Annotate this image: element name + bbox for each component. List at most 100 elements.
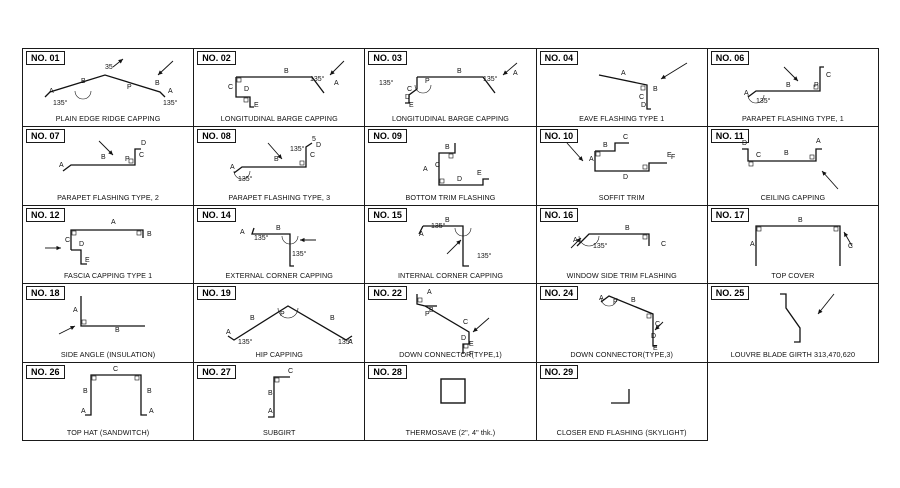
profile-number: NO. 11 <box>710 129 749 144</box>
dimension-label: P <box>425 311 430 318</box>
dimension-label: P <box>127 84 132 91</box>
dimension-label: A <box>111 219 116 226</box>
dimension-label: A <box>513 70 518 77</box>
dimension-label: 135° <box>254 234 269 242</box>
dimension-label: E <box>409 102 414 109</box>
dimension-label: B <box>445 217 450 224</box>
dimension-label: B <box>268 390 273 397</box>
dimension-label: B <box>147 388 152 395</box>
dimension-label: P <box>613 299 618 306</box>
dimension-label: C <box>661 241 666 248</box>
dimension-label: A <box>168 88 173 95</box>
dimension-label: B <box>274 156 279 163</box>
profile-caption: BOTTOM TRIM FLASHING <box>405 192 496 202</box>
dimension-label: B <box>101 154 106 161</box>
profile-cell: NO. 28 THERMOSAVE (2", 4" thk.) <box>364 361 537 441</box>
dimension-label: B <box>625 225 630 232</box>
dimension-label: A <box>621 70 626 77</box>
profile-caption: PARAPET FLASHING TYPE, 3 <box>228 192 331 202</box>
dimension-label: A <box>49 88 54 95</box>
dimension-label: D <box>316 142 321 149</box>
dimension-label: E <box>477 170 482 177</box>
dimension-label: D <box>457 176 462 183</box>
dimension-label: A <box>589 156 594 163</box>
profile-caption: CEILING CAPPING <box>760 192 826 202</box>
dimension-label: 135° <box>477 252 492 260</box>
dimension-label: B <box>115 327 120 334</box>
dimension-label: 5 <box>312 136 316 143</box>
profile-number: NO. 10 <box>539 129 579 144</box>
dimension-label: 135° <box>53 99 68 107</box>
dimension-label: B <box>276 225 281 232</box>
profile-caption: PARAPET FLASHING TYPE, 1 <box>741 114 844 124</box>
dimension-label: B <box>786 82 791 89</box>
dimension-label: A <box>334 80 339 87</box>
dimension-label: A <box>599 295 604 302</box>
dimension-label: 135° <box>292 250 307 258</box>
dimension-label: D <box>641 102 646 109</box>
dimension-label: D <box>141 140 146 147</box>
dimension-label: D <box>742 140 747 147</box>
profile-caption: TOP HAT (SANDWITCH) <box>66 427 150 437</box>
dimension-label: C <box>113 366 118 373</box>
profile-caption: LOUVRE BLADE GIRTH 313,470,620 <box>730 349 856 359</box>
profile-diagram: A B CD <box>598 62 687 110</box>
dimension-label: B <box>603 142 608 149</box>
dimension-label: B <box>250 315 255 322</box>
dimension-label: 135° <box>756 97 771 105</box>
dimension-label: 135° <box>483 75 498 83</box>
dimension-label: A <box>226 329 231 336</box>
dimension-label: E <box>653 345 658 352</box>
dimension-label: 135° <box>379 79 394 87</box>
dimension-label: B <box>445 144 450 151</box>
dimension-label: F <box>671 154 675 161</box>
profile-number: NO. 07 <box>26 129 65 144</box>
dimension-label: B <box>83 388 88 395</box>
profile-number: NO. 06 <box>710 51 750 65</box>
profile-number: NO. 15 <box>368 207 407 222</box>
dimension-label: B <box>155 80 160 87</box>
dimension-label: A <box>73 307 78 314</box>
dimension-label: C <box>639 94 644 101</box>
dimension-label: B <box>330 315 335 322</box>
profile-number: NO. 12 <box>26 207 65 222</box>
profile-caption: LONGITUDINAL BARGE CAPPING <box>220 114 338 124</box>
dimension-label: B <box>81 78 86 85</box>
profile-caption: PARAPET FLASHING TYPE, 2 <box>57 192 160 202</box>
dimension-label: C <box>288 368 293 375</box>
dimension-label: 135° <box>238 175 253 183</box>
profile-number: NO. 28 <box>368 364 407 379</box>
profile-caption: TOP COVER <box>771 271 815 281</box>
dimension-label: 135° <box>310 75 325 83</box>
dimension-label: C <box>756 152 761 159</box>
dimension-label: P <box>814 82 819 89</box>
dimension-label: A <box>348 339 353 346</box>
profile-caption: THERMOSAVE (2", 4" thk.) <box>405 427 496 437</box>
profile-number: NO. 18 <box>26 286 65 301</box>
dimension-label: C <box>407 86 412 93</box>
dimension-label: A <box>230 164 235 171</box>
dimension-label: C <box>655 321 660 328</box>
dimension-label: C <box>310 152 315 159</box>
dimension-label: B <box>653 86 658 93</box>
dimension-label: B <box>784 150 789 157</box>
dimension-label: C <box>463 319 468 326</box>
